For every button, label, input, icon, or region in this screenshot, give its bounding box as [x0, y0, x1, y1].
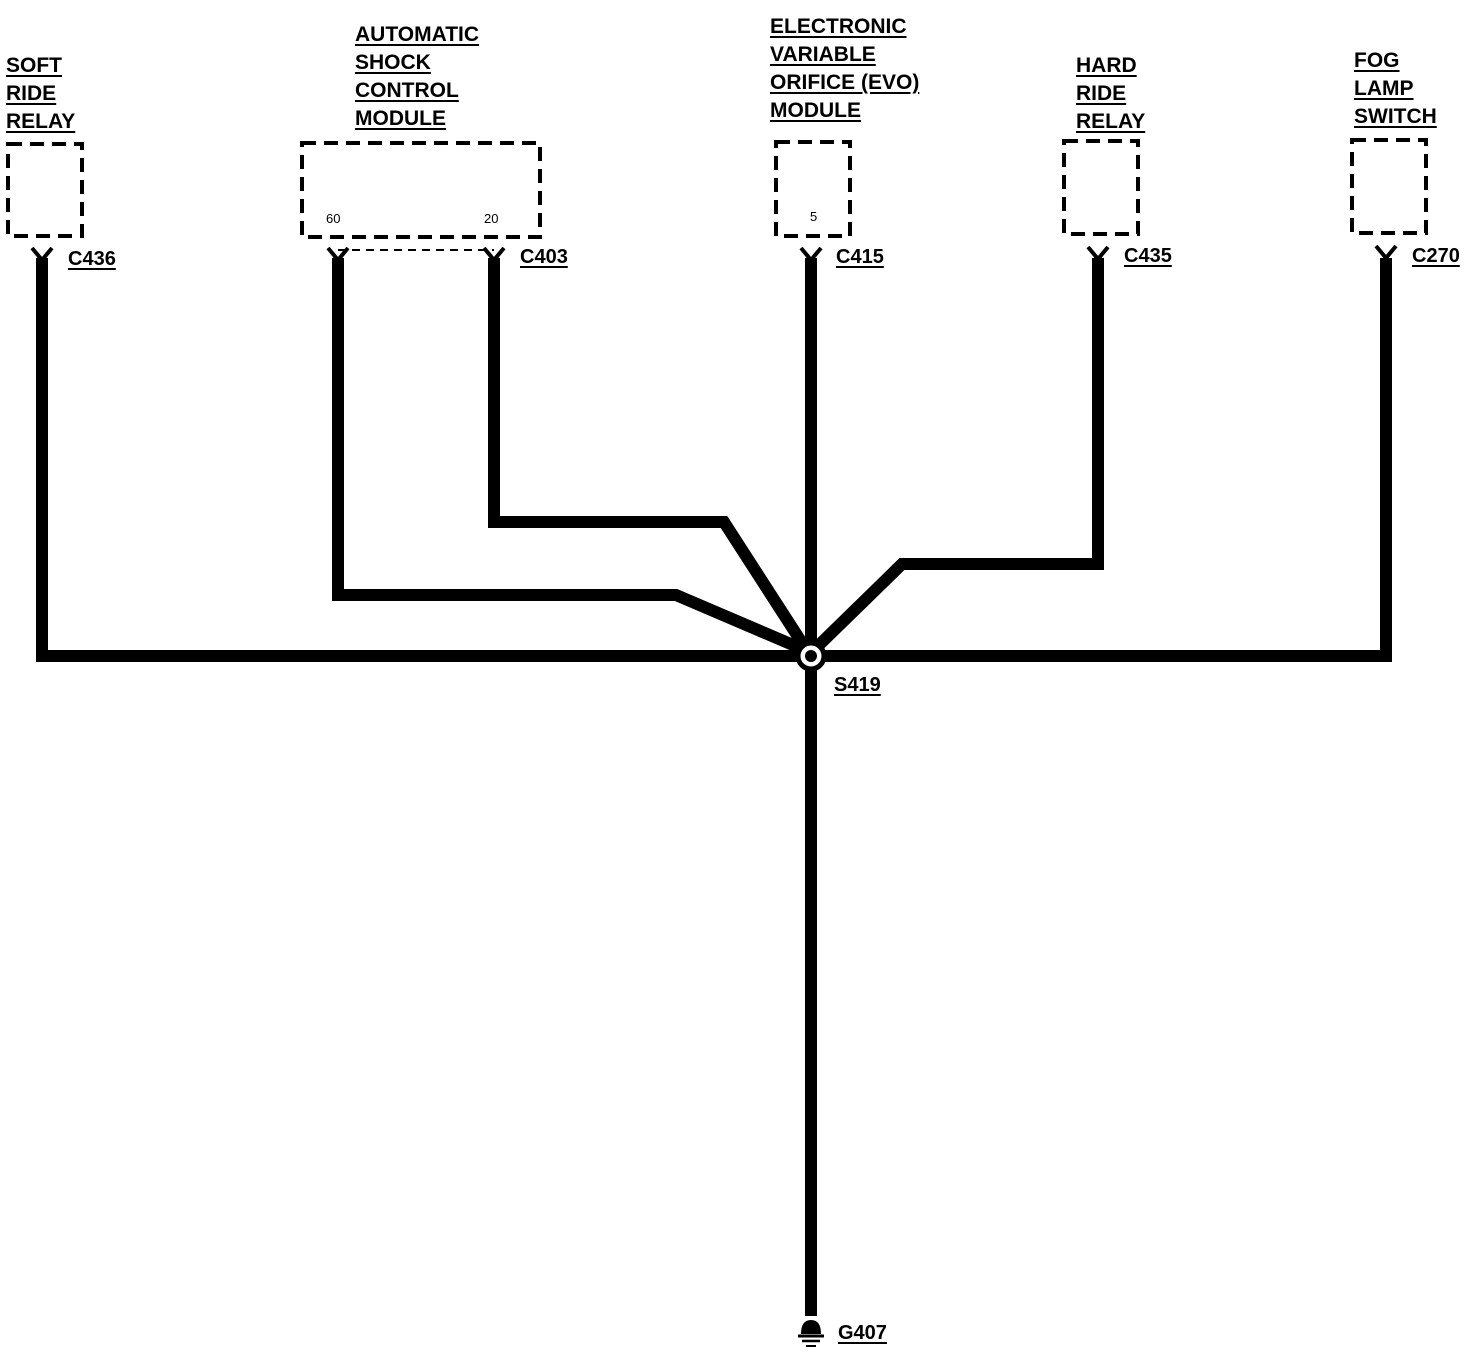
splice-label: S419 [834, 674, 881, 696]
connector-terminal-c270 [1374, 244, 1398, 262]
evo-module-box [774, 140, 852, 238]
wire-fog-lamp-switch [822, 258, 1392, 662]
wire-soft-ride-relay [36, 258, 800, 662]
pin-number-5: 5 [810, 209, 818, 224]
fog-lamp-switch-box [1350, 138, 1428, 235]
connector-label-c415: C415 [836, 246, 884, 268]
shock-module-label: AUTOMATIC SHOCK CONTROL MODULE [355, 23, 480, 130]
connector-label-c436: C436 [68, 248, 116, 270]
soft-ride-relay-label: SOFT RIDE RELAY [6, 54, 76, 133]
splice-dot [805, 650, 817, 662]
wire-shock-module-pin60 [332, 258, 803, 654]
soft-ride-relay-box [6, 142, 84, 238]
connector-label-c270: C270 [1412, 245, 1460, 267]
wire-hard-ride-relay [813, 258, 1104, 651]
evo-module-label: ELECTRONIC VARIABLE ORIFICE (EVO) MODULE [770, 15, 920, 122]
pin-number-20: 20 [484, 211, 499, 226]
ground-icon [798, 1320, 824, 1347]
hard-ride-relay-label: HARD RIDE RELAY [1076, 54, 1146, 133]
connector-label-c403: C403 [520, 246, 568, 268]
fog-lamp-switch-label: FOG LAMP SWITCH [1354, 49, 1437, 128]
connector-label-c435: C435 [1124, 245, 1172, 267]
wire-shock-module-pin20 [488, 258, 810, 650]
connector-terminal-c435 [1086, 245, 1110, 263]
shock-module-box [300, 141, 542, 239]
hard-ride-relay-box [1062, 139, 1140, 236]
ground-label: G407 [838, 1322, 887, 1344]
pin-number-60: 60 [326, 211, 341, 226]
